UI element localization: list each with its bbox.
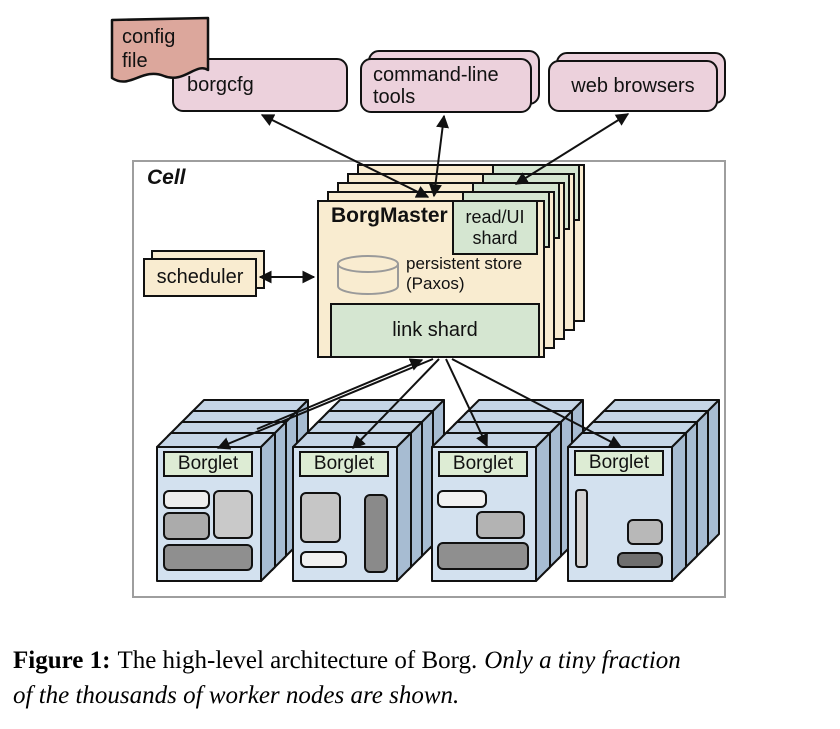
caption-line-2: of the thousands of worker nodes are sho… xyxy=(13,682,460,709)
task-rect xyxy=(437,490,487,508)
figure-caption: Figure 1:The high-level architecture of … xyxy=(13,643,833,713)
borgcfg-box: borgcfg xyxy=(172,58,348,112)
task-rect xyxy=(437,542,529,570)
command-line-tools-box: command-line tools xyxy=(360,58,532,113)
borglet-label-1: Borglet xyxy=(163,451,253,477)
task-rect xyxy=(300,551,347,568)
task-rect xyxy=(163,512,210,540)
scheduler-label: scheduler xyxy=(156,266,244,288)
borglet-label-2: Borglet xyxy=(299,451,389,477)
task-rect xyxy=(163,544,253,571)
scheduler-box: scheduler xyxy=(143,258,257,297)
web-browsers-label: web browsers xyxy=(571,74,695,97)
task-rect xyxy=(476,511,525,539)
link-shard-label: link shard xyxy=(392,319,478,341)
borglet-label-4: Borglet xyxy=(574,450,664,476)
persistent-store-label: persistent store (Paxos) xyxy=(406,254,523,293)
command-line-tools-label: command-line tools xyxy=(373,63,499,108)
task-rect xyxy=(163,490,210,509)
read-ui-shard-label: read/UI shard xyxy=(465,206,525,248)
config-file-label: config file xyxy=(122,26,176,72)
borglet-label-3: Borglet xyxy=(438,451,528,477)
task-rect xyxy=(617,552,663,568)
task-rect xyxy=(364,494,388,573)
task-rect xyxy=(213,490,253,539)
task-rect xyxy=(300,492,341,543)
web-browsers-box: web browsers xyxy=(548,60,718,112)
caption-line-1: Figure 1:The high-level architecture of … xyxy=(13,647,681,674)
task-rect xyxy=(627,519,663,545)
read-ui-shard-box: read/UI shard xyxy=(452,200,538,255)
link-shard-box: link shard xyxy=(330,303,540,358)
borgmaster-label: BorgMaster xyxy=(331,204,448,227)
cell-label: Cell xyxy=(147,166,186,189)
task-rect xyxy=(575,489,588,568)
borgcfg-label: borgcfg xyxy=(187,73,254,96)
